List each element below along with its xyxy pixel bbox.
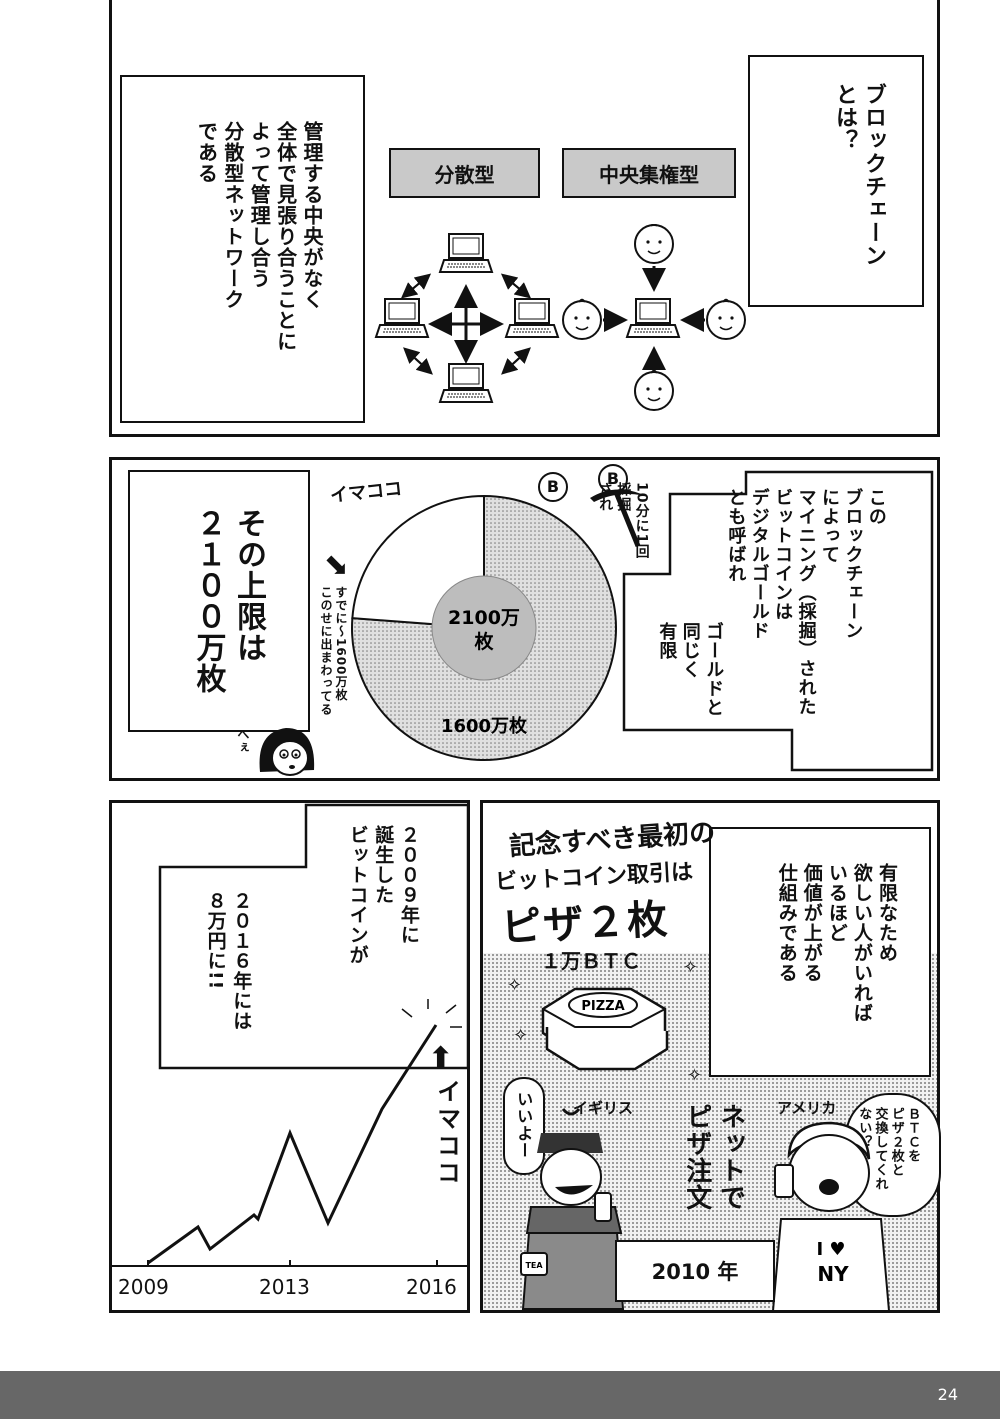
shirt-text: I ♥ (816, 1239, 845, 1260)
pie-center-label: 枚 (474, 630, 494, 653)
x-tick-2016: 2016 (406, 1275, 457, 1299)
centralized-label: 中央集権型 (562, 148, 736, 198)
sparkle-icon: ✧ (683, 957, 699, 978)
headline-text: その上限は ２１００万枚 (190, 508, 267, 694)
bitcoin-symbol: B (546, 477, 560, 496)
headline-box: その上限は ２１００万枚 (128, 470, 310, 732)
narration-box (622, 470, 934, 772)
pie-chart: 2100万枚 1600万枚 (351, 494, 617, 761)
us-person: I ♥ NY (771, 1121, 891, 1311)
user-face-icon (634, 224, 674, 264)
pizza-boxes-icon: PIZZA (541, 987, 669, 1071)
description-box: 管理する中央がなく 全体で見張り合うことに よって管理し合う 分散型ネットワーク… (120, 75, 365, 423)
laptop-icon (505, 298, 559, 338)
central-laptop-icon (626, 298, 680, 338)
limited-caption-text: 有限なため 欲しい人がいれば いるほど 価値が上がる 仕組みである (775, 863, 898, 1023)
pie-center-label: 2100万 (448, 607, 520, 629)
laptop-icon (439, 233, 493, 273)
emphasis-stroke (445, 1004, 457, 1014)
title-text: ブロックチェーン とは？ (831, 83, 886, 267)
narration-text: この ブロックチェーン によって マイニング（採掘）された ビットコインは デジ… (725, 488, 887, 716)
reaction-character (259, 728, 315, 776)
us-label: アメリカ (777, 1099, 837, 1117)
pie-side-note: すでに～1600万枚 このせに出まわってる (319, 586, 348, 716)
price-line-chart (112, 999, 470, 1267)
year-text: 2010 年 (651, 1260, 739, 1284)
x-tick-2009: 2009 (118, 1275, 169, 1299)
limited-caption-box: 有限なため 欲しい人がいれば いるほど 価値が上がる 仕組みである (709, 827, 931, 1077)
laptop-icon (375, 298, 429, 338)
laptop-icon (439, 363, 493, 403)
sparkle-icon: ✧ (687, 1065, 703, 1086)
bitcoin-coin-icon: B (538, 472, 568, 502)
price-caption-2: ２０１６年には ８万円に!! (204, 891, 253, 1031)
sparkle-icon: ✧ (513, 1025, 529, 1046)
emphasis-stroke (401, 1008, 413, 1018)
centralized-network (562, 224, 746, 411)
now-arrow-icon: ⬆ (428, 1041, 454, 1076)
price-caption-box (158, 803, 470, 1070)
mining-note: 10分に1回 採掘 され (597, 482, 650, 560)
network-diagram (375, 224, 746, 411)
uk-speech-bubble: いいよー (503, 1077, 545, 1175)
shirt-text-ny: NY (817, 1262, 849, 1286)
narration-sub-text: ゴールドと 同じく 有限 (656, 622, 725, 717)
description-text: 管理する中央がなく 全体で見張り合うことに よって管理し合う 分散型ネットワーク… (194, 121, 324, 352)
title-box: ブロックチェーン とは？ (748, 55, 924, 307)
page-number: 24 (937, 1385, 958, 1404)
panel-blockchain-intro: ブロックチェーン とは？ 中央集権型 分散型 管理する中央がなく 全体で見張り合… (109, 0, 940, 437)
year-box: 2010 年 (615, 1240, 775, 1302)
pie-mined-label: 1600万枚 (441, 715, 528, 737)
price-series-line (147, 1024, 438, 1265)
tea-cup-label: TEA (525, 1261, 543, 1270)
hand-title-line3: ピザ２枚 (500, 896, 671, 952)
user-face-icon (634, 369, 674, 411)
uk-person: TEA (520, 1108, 625, 1310)
panel-price-history: ２００９年に 誕生した ビットコインが ２０１６年には ８万円に!! イマココ … (109, 800, 470, 1313)
uk-speech-text: いいよー (514, 1091, 534, 1159)
user-face-icon (706, 298, 746, 340)
btc-amount: １万ＢＴＣ (541, 949, 641, 973)
reaction-text: へぇ (235, 728, 250, 754)
pickaxe-icon (590, 489, 646, 547)
price-caption-1: ２００９年に 誕生した ビットコインが (346, 825, 420, 965)
now-label: イマココ (432, 1079, 461, 1187)
order-text: ネットで ピザ注文 (681, 1103, 746, 1211)
panel-pizza-transaction: 有限なため 欲しい人がいれば いるほど 価値が上がる 仕組みである 記念すべき最… (480, 800, 941, 1313)
distributed-label: 分散型 (389, 148, 540, 198)
pizza-box-label: PIZZA (581, 999, 624, 1014)
user-face-icon (562, 298, 602, 340)
bitcoin-symbol: B (606, 469, 620, 488)
bitcoin-coin-icon: B (598, 464, 628, 494)
uk-label: イギリス (573, 1099, 634, 1117)
distributed-network (375, 233, 559, 403)
x-tick-2013: 2013 (259, 1275, 310, 1299)
page-footer: 24 (0, 1371, 1000, 1419)
pie-center-disc (431, 575, 537, 681)
sparkle-icon: ✧ (507, 975, 523, 996)
panel-supply-limit: その上限は ２１００万枚 この ブロックチェーン によって マイニング（採掘）さ… (109, 457, 940, 781)
